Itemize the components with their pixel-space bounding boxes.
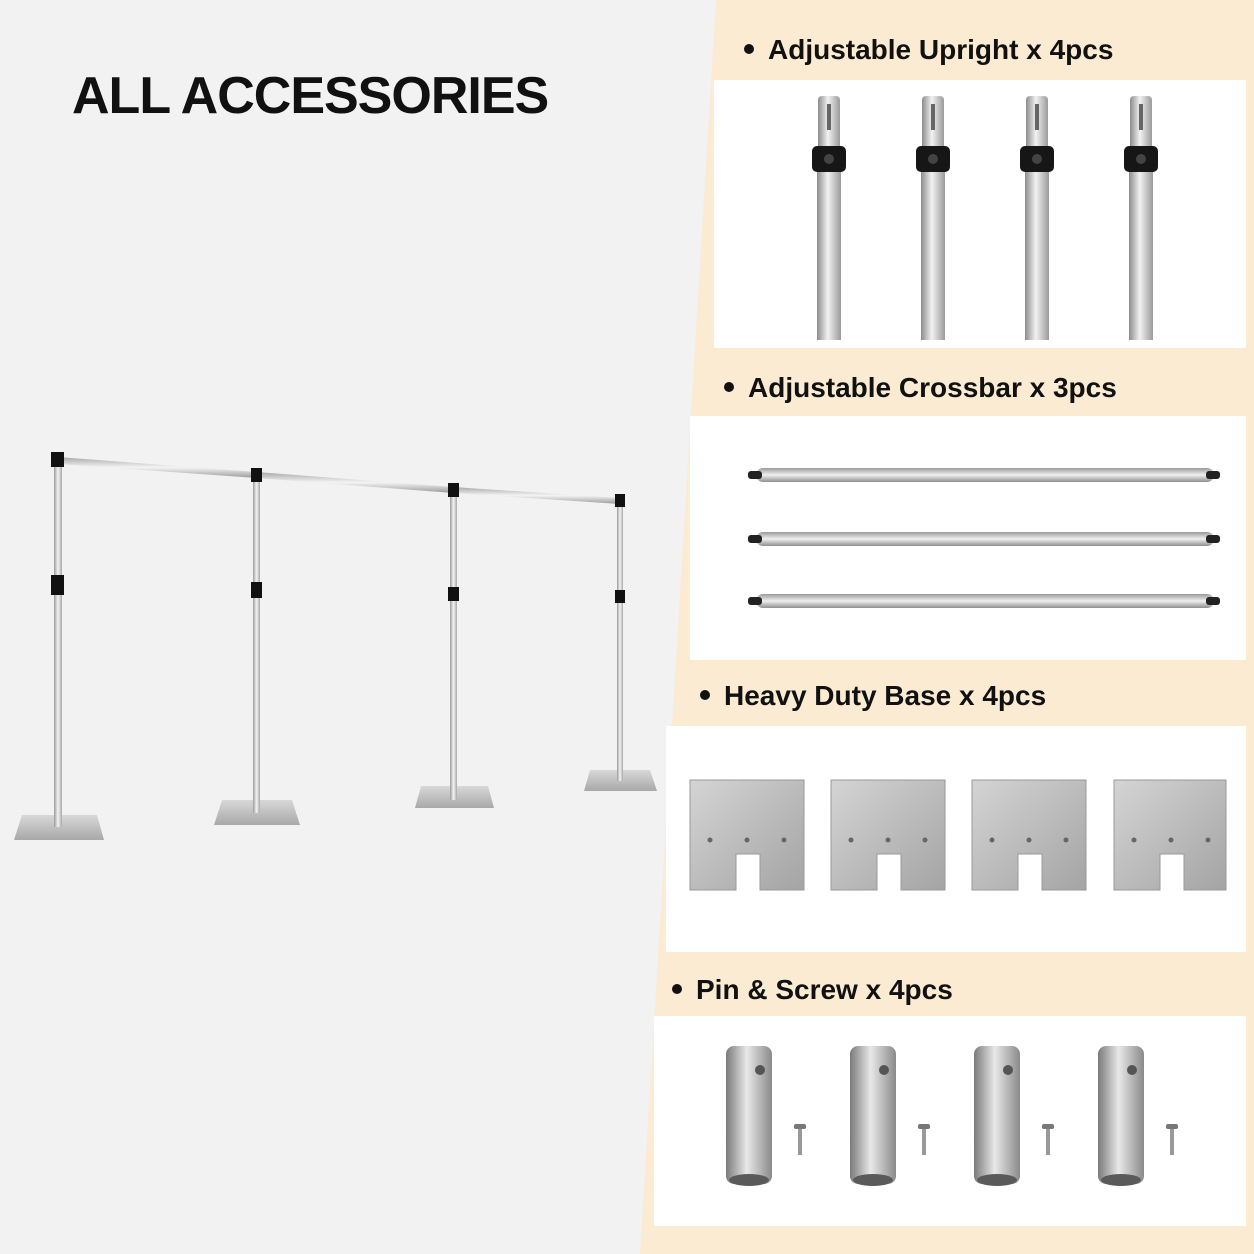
- base-plates-image: [689, 779, 1227, 891]
- pins-and-screws-image: [726, 1046, 1178, 1186]
- bases-panel: [666, 726, 1246, 952]
- upright-poles-image: [812, 96, 1158, 340]
- page-title: ALL ACCESSORIES: [72, 67, 549, 125]
- section-label-crossbars: Adjustable Crossbar x 3pcs: [724, 372, 1117, 404]
- uprights-panel: [714, 80, 1246, 348]
- bullet-icon: [672, 983, 682, 994]
- section-label-pins: Pin & Screw x 4pcs: [672, 974, 953, 1006]
- pins-panel: [654, 1016, 1246, 1226]
- bullet-icon: [744, 43, 754, 54]
- section-label-uprights: Adjustable Upright x 4pcs: [744, 34, 1113, 66]
- crossbars-image: [748, 468, 1220, 608]
- assembled-stand-illustration: [14, 452, 657, 840]
- bullet-icon: [700, 689, 710, 700]
- section-label-bases: Heavy Duty Base x 4pcs: [700, 680, 1046, 712]
- crossbars-panel: [690, 416, 1246, 660]
- bullet-icon: [724, 381, 734, 392]
